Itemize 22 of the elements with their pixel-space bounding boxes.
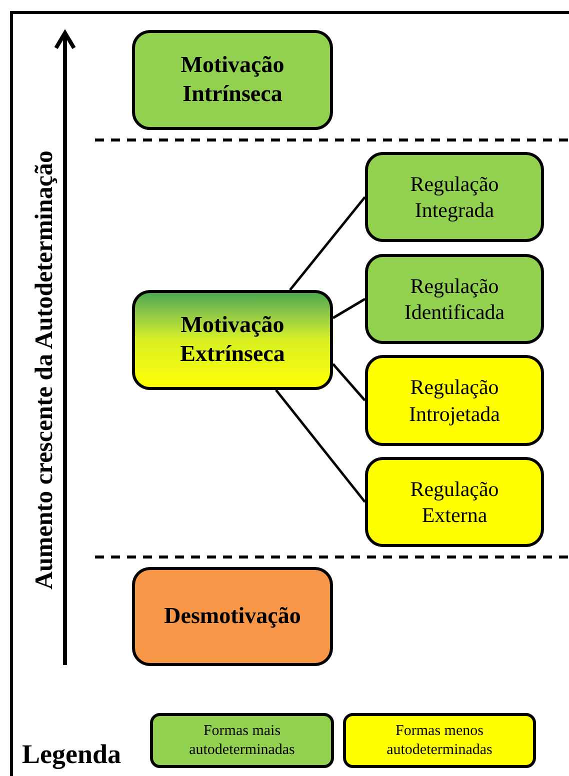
- box-label: Regulação Introjetada: [408, 374, 501, 427]
- box-label: Desmotivação: [163, 602, 302, 630]
- box-label: Regulação Identificada: [403, 272, 506, 326]
- box-label: Regulação Integrada: [409, 170, 500, 224]
- connector-line: [275, 389, 366, 503]
- box-label: Motivação Extrínseca: [179, 311, 286, 368]
- legend-swatch: Formas mais autodeterminadas: [150, 713, 334, 768]
- axis-label: Aumento crescente da Autodeterminação: [30, 149, 59, 592]
- legend-title: Legenda: [22, 738, 122, 770]
- legend-swatch: Formas menos autodeterminadas: [343, 713, 536, 768]
- connector-line: [332, 298, 366, 320]
- rounded-box: [365, 355, 544, 446]
- rounded-box: [365, 457, 544, 547]
- box-label: Regulação Externa: [409, 476, 500, 528]
- rounded-box: [365, 152, 544, 242]
- connector-line: [332, 363, 366, 402]
- rounded-box: [132, 567, 333, 666]
- connector-line: [289, 196, 366, 291]
- rounded-box: [365, 254, 544, 344]
- rounded-box: [132, 30, 333, 130]
- rounded-box: [132, 290, 333, 390]
- box-label: Motivação Intrínseca: [180, 51, 286, 108]
